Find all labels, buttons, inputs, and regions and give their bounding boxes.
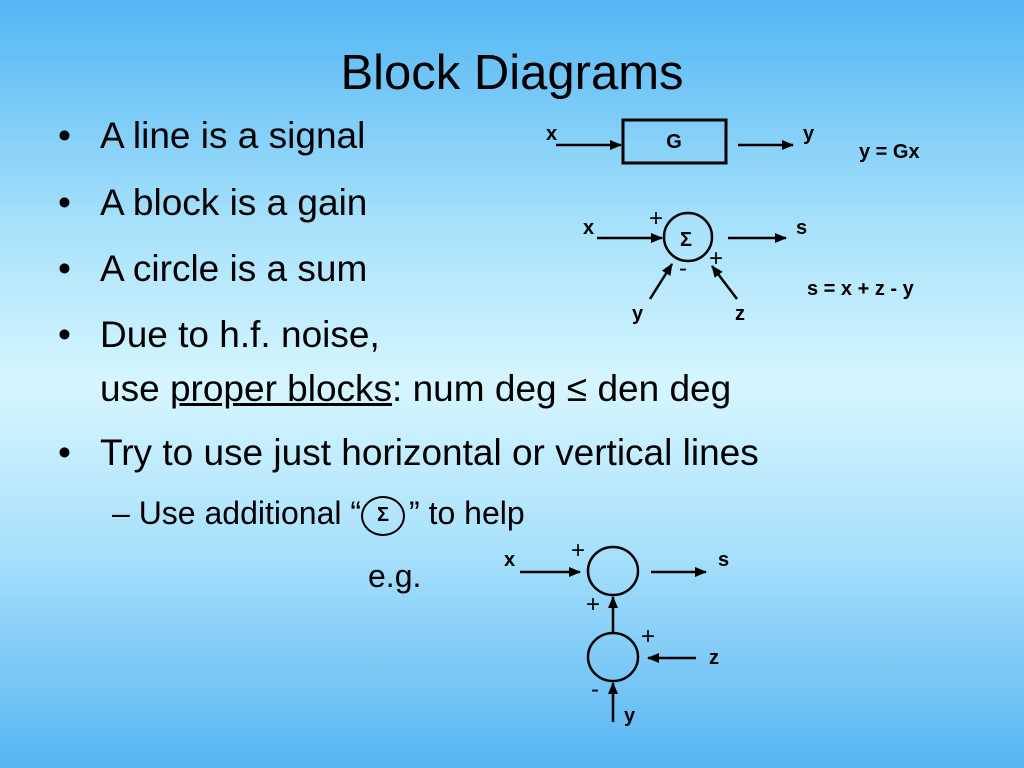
bullet-text: A line is a signal bbox=[100, 115, 366, 156]
bullet-text: A circle is a sum bbox=[100, 248, 368, 289]
cascade-z-label: z bbox=[709, 647, 719, 669]
gain-output-label: y bbox=[803, 123, 815, 145]
cascade-plus-top: + bbox=[571, 537, 585, 564]
bullet-marker: • bbox=[58, 432, 71, 473]
inline-sum-symbol: Σ bbox=[361, 495, 409, 536]
cascade-y-label: y bbox=[624, 705, 636, 727]
sum-y-label: y bbox=[632, 303, 644, 325]
cascade-x-label: x bbox=[504, 549, 515, 571]
sub-bullet-prefix: – Use additional “ bbox=[112, 495, 362, 531]
sum-input-label: x bbox=[583, 217, 594, 239]
cascade-minus-bottom: - bbox=[591, 676, 599, 703]
bullet-marker: • bbox=[58, 248, 71, 289]
text-suffix: : num deg ≤ den deg bbox=[392, 368, 732, 409]
gain-input-label: x bbox=[546, 123, 557, 145]
cascade-diagram: x + s + + z - y bbox=[504, 537, 729, 727]
sum-sigma: Σ bbox=[680, 229, 692, 251]
gain-block-label: G bbox=[666, 131, 682, 153]
proper-blocks-term: proper blocks bbox=[169, 368, 393, 409]
sum-z-label: z bbox=[735, 303, 745, 325]
text-prefix: use bbox=[100, 368, 170, 409]
cascade-s-label: s bbox=[718, 549, 729, 571]
sub-bullet: – Use additional “ Σ ” to help bbox=[112, 492, 525, 536]
sum-output-label: s bbox=[796, 217, 807, 239]
bullet-text-line1: Due to h.f. noise, bbox=[100, 314, 380, 355]
bullet-text: A block is a gain bbox=[100, 182, 368, 223]
sigma-glyph: Σ bbox=[377, 503, 390, 526]
sum-diagram: x Σ + - + s y z s = x + z - y bbox=[583, 205, 915, 325]
cascade-plus-right: + bbox=[641, 623, 655, 650]
bullet-marker: • bbox=[58, 182, 71, 223]
sum-minus-left: - bbox=[679, 255, 687, 282]
bullet-marker: • bbox=[58, 115, 71, 156]
bullet-marker: • bbox=[58, 314, 71, 355]
sum-plus-top: + bbox=[649, 205, 663, 232]
bottom-sum-circle bbox=[586, 631, 640, 683]
example-label: e.g. bbox=[368, 558, 422, 594]
sum-y-arrow bbox=[648, 263, 674, 300]
slide-title: Block Diagrams bbox=[340, 46, 684, 100]
gain-equation: y = Gx bbox=[859, 141, 920, 163]
sub-bullet-suffix: ” to help bbox=[409, 495, 525, 531]
gain-diagram: x G y y = Gx bbox=[546, 118, 920, 165]
bullet-text-line2: use proper blocks: num deg ≤ den deg bbox=[100, 367, 731, 411]
cascade-plus-between: + bbox=[586, 591, 600, 618]
top-sum-circle bbox=[586, 545, 640, 597]
sum-circle bbox=[662, 211, 714, 263]
bullet-text: Try to use just horizontal or vertical l… bbox=[100, 432, 759, 473]
sum-circle-icon bbox=[361, 495, 406, 536]
sum-plus-right: + bbox=[709, 245, 723, 272]
gain-block bbox=[621, 118, 728, 165]
sum-z-arrow bbox=[711, 265, 738, 300]
sum-equation: s = x + z - y bbox=[807, 278, 915, 300]
